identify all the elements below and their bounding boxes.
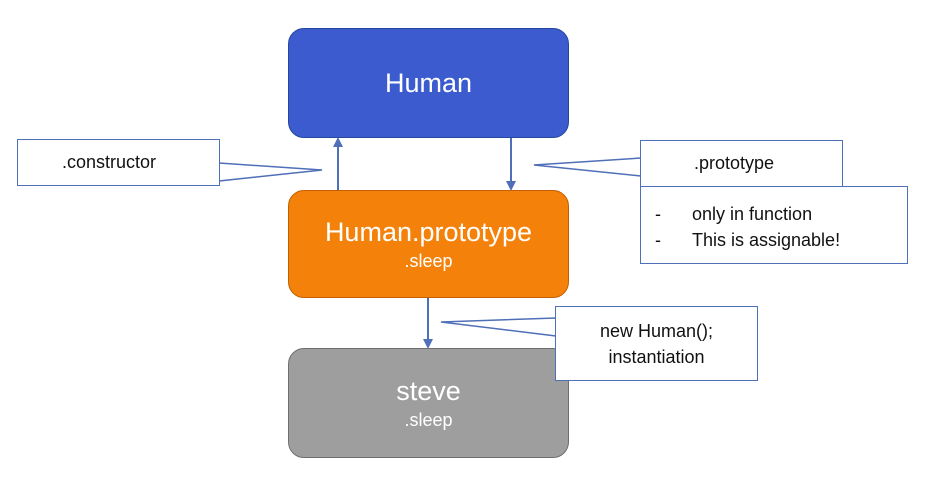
prototype-callout-label: .prototype [694,153,775,173]
prototype-note-text: This is assignable! [692,230,841,250]
prototype-note-item: - only in function [655,201,907,227]
instantiation-callout: new Human(); instantiation [555,306,758,381]
constructor-callout: .constructor [17,139,220,186]
prototype-notes-callout: - only in function - This is assignable! [640,186,908,264]
human-node-title: Human [384,68,473,98]
prototype-callout-pointer [533,157,642,177]
prototype-note-bullet: - [655,230,661,250]
steve-node-title: steve [396,376,461,406]
constructor-callout-label: .constructor [62,152,157,172]
instantiation-callout-code: new Human(); [599,320,714,341]
instantiation-callout-label: instantiation [608,346,705,367]
human-prototype-node-member: .sleep [404,251,453,271]
steve-node: steve .sleep [288,348,569,458]
prototype-note-text: only in function [692,204,813,224]
constructor-callout-pointer [218,162,323,182]
instantiation-callout-pointer [440,317,557,337]
prototype-callout: .prototype [640,140,843,187]
human-prototype-node-title: Human.prototype [324,217,533,247]
human-prototype-node: Human.prototype .sleep [288,190,569,298]
steve-node-member: .sleep [404,410,453,430]
prototype-note-item: - This is assignable! [655,227,907,253]
human-node: Human [288,28,569,138]
prototype-note-bullet: - [655,204,661,224]
